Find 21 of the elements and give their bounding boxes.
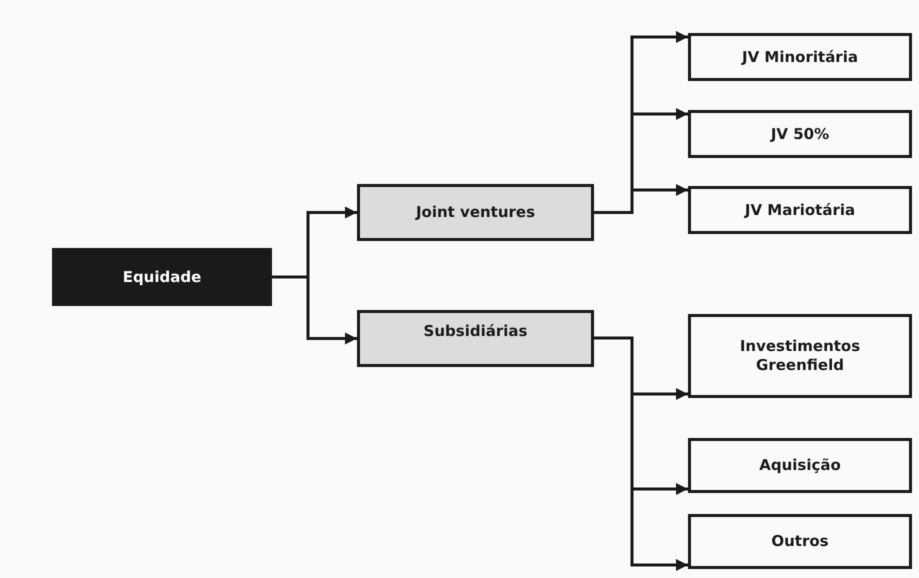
box-label: Subsidiárias [422,322,528,341]
box-label: JV Minoritária [740,48,859,66]
connector-arrow [594,184,688,214]
root-box [52,248,272,306]
category-box [357,184,594,241]
box-label: Aquisição [758,456,842,475]
box-label: Outros [770,532,830,551]
connector-arrow [594,336,688,571]
category-box [357,310,594,367]
item-box [688,514,912,569]
box-label: JV Mariotária [743,200,856,220]
box-label: Investimentos Greenfield [738,337,862,375]
item-box [688,438,912,493]
box-label: Equidade [122,268,202,286]
item-box [688,33,912,81]
item-box [688,314,912,398]
item-box [688,110,912,158]
box-label: Joint ventures [414,203,536,222]
box-label: JV 50% [769,124,830,144]
connector-arrow [272,276,357,344]
item-box [688,186,912,234]
